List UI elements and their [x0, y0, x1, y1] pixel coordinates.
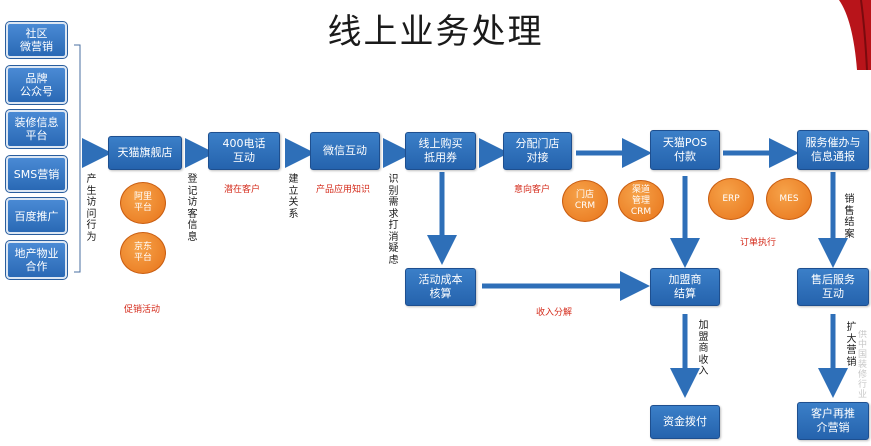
service-notify-box: 服务催办与 信息通报	[797, 130, 869, 170]
after-sales-box: 售后服务 互动	[797, 268, 869, 306]
identify-needs-label: 识别需求打消疑虑	[388, 174, 399, 266]
channel-real-estate: 地产物业 合作	[5, 240, 68, 280]
fund-transfer-box: 资金拨付	[650, 405, 720, 439]
jd-platform-circle: 京东 平台	[120, 232, 166, 274]
order-exec-label: 订单执行	[740, 238, 777, 248]
erp-circle: ERP	[708, 178, 754, 220]
channel-sms: SMS营销	[5, 155, 68, 193]
curtain-decoration	[839, 0, 871, 70]
register-visitor-label: 登记访客信息	[187, 174, 198, 243]
referral-box: 客户再推 介营销	[797, 402, 869, 440]
promotion-label: 促销活动	[124, 305, 161, 315]
expand-marketing-label: 扩大营销	[846, 322, 857, 368]
franchise-income-label: 加盟商收入	[698, 320, 709, 377]
tmall-store-box: 天猫旗舰店	[108, 136, 182, 170]
channel-decoration-platform: 装修信息 平台	[5, 109, 68, 149]
alibaba-platform-circle: 阿里 平台	[120, 182, 166, 224]
coupon-box: 线上购买 抵用券	[405, 132, 476, 170]
phone-400-box: 400电话 互动	[208, 132, 280, 170]
wechat-box: 微信互动	[310, 132, 380, 170]
mes-circle: MES	[766, 178, 812, 220]
channel-community: 社区 微营销	[5, 21, 68, 59]
intent-customer-label: 意向客户	[514, 185, 551, 195]
product-knowledge-label: 产品应用知识	[316, 185, 371, 195]
generate-visit-label: 产生访问行为	[86, 174, 97, 243]
build-relation-label: 建立关系	[288, 174, 299, 220]
assign-store-box: 分配门店 对接	[503, 132, 572, 170]
revenue-split-label: 收入分解	[536, 308, 573, 318]
page-title: 线上业务处理	[327, 12, 544, 52]
channel-crm-circle: 渠道 管理 CRM	[618, 180, 664, 222]
tmall-pos-box: 天猫POS 付款	[650, 130, 720, 170]
activity-cost-box: 活动成本 核算	[405, 268, 476, 306]
store-crm-circle: 门店 CRM	[562, 180, 608, 222]
sales-close-label: 销售结案	[844, 194, 855, 240]
channel-brand-account: 品牌 公众号	[5, 65, 68, 105]
potential-customer-label: 潜在客户	[224, 185, 261, 195]
franchise-settle-box: 加盟商 结算	[650, 268, 720, 306]
watermark-text: 供中国装修行业	[858, 330, 868, 400]
channel-baidu: 百度推广	[5, 197, 68, 235]
